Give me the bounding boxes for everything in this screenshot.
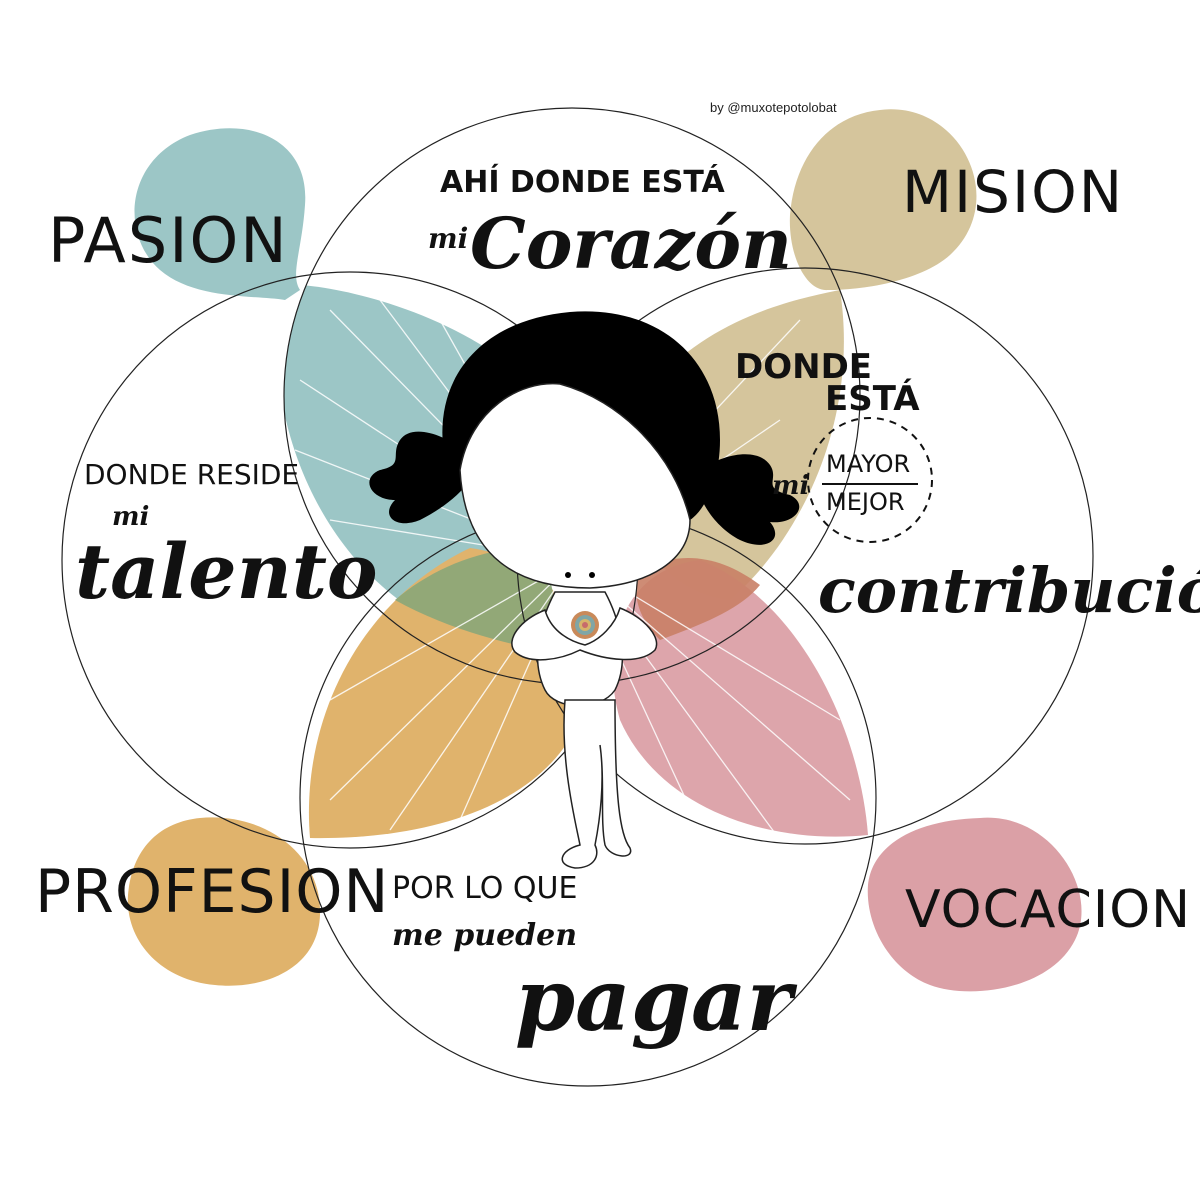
right-prefix: mi — [772, 471, 809, 501]
arms — [511, 606, 658, 661]
right-pigtail — [700, 454, 800, 545]
legs — [561, 699, 632, 869]
bottom-word: pagar — [515, 950, 798, 1051]
bottom-line2: me pueden — [392, 918, 577, 953]
vocacion-title: VOCACION — [905, 880, 1191, 940]
badge-bottom: MEJOR — [826, 488, 905, 516]
bottom-line1: POR LO QUE — [392, 871, 577, 906]
top-word: Corazón — [470, 202, 792, 285]
right-eye — [589, 572, 595, 578]
left-prefix: mi — [112, 502, 149, 532]
left-line1: DONDE RESIDE — [84, 458, 299, 491]
vocacion-blob — [867, 817, 1082, 992]
profesion-blob — [127, 817, 321, 986]
mayor-mejor-badge — [807, 417, 933, 543]
pasion-blob — [134, 128, 306, 300]
profesion-title: PROFESION — [35, 857, 389, 927]
overlap-green — [395, 548, 554, 650]
right-line1: DONDE — [735, 347, 872, 387]
girl-figure — [369, 311, 800, 869]
mision-blob — [789, 109, 977, 291]
pasion-title: PASION — [48, 204, 289, 277]
overlap-rust — [636, 558, 760, 640]
top-prefix: mi — [428, 222, 468, 255]
left-word: talento — [75, 527, 378, 616]
left-eye — [565, 572, 571, 578]
right-word: contribución — [818, 554, 1200, 627]
face — [459, 382, 691, 589]
mision-title: MISION — [902, 158, 1124, 226]
hair — [442, 311, 720, 520]
credit-text: by @muxotepotolobat — [710, 100, 837, 115]
top-line1: AHÍ DONDE ESTÁ — [440, 164, 726, 200]
badge-top: MAYOR — [826, 450, 910, 478]
right-line2: ESTÁ — [825, 378, 920, 419]
